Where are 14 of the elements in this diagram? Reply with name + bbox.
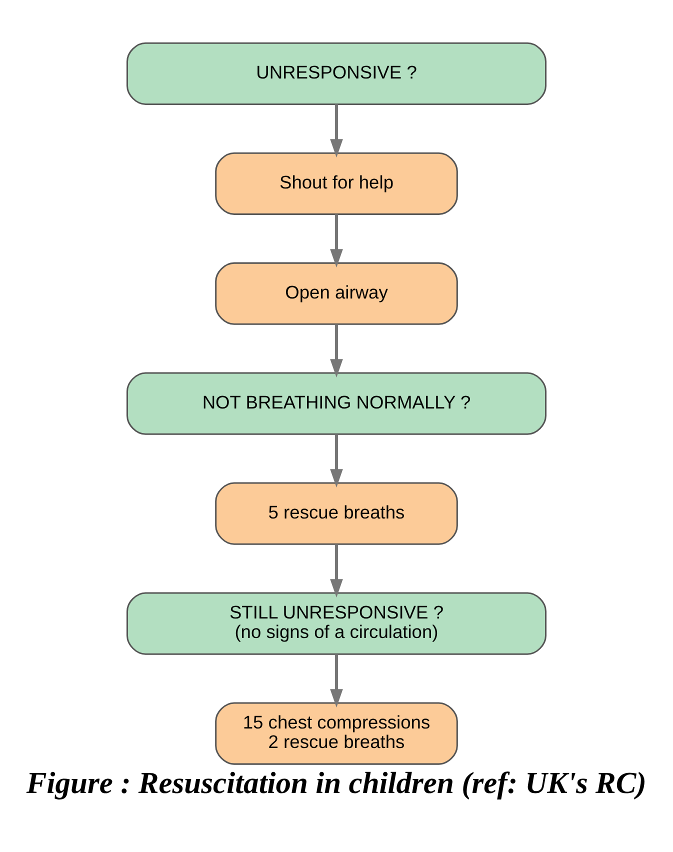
arrow bbox=[330, 544, 343, 597]
node-box: NOT BREATHING NORMALLY ? bbox=[126, 372, 547, 434]
arrow bbox=[330, 324, 343, 378]
node-box: 15 chest compressions 2 rescue breaths bbox=[215, 702, 458, 764]
node-box: Open airway bbox=[215, 262, 458, 324]
arrow bbox=[330, 214, 343, 268]
caption: Figure : Resuscitation in children (ref: UK's RC) bbox=[26, 766, 646, 800]
arrow bbox=[330, 654, 343, 707]
node-box: Shout for help bbox=[215, 152, 458, 214]
arrow bbox=[330, 104, 343, 158]
node-box: UNRESPONSIVE ? bbox=[126, 42, 547, 104]
arrow bbox=[330, 434, 343, 487]
node-box: 5 rescue breaths bbox=[215, 482, 458, 544]
node-box: STILL UNRESPONSIVE ? (no signs of a circulation) bbox=[126, 592, 547, 654]
